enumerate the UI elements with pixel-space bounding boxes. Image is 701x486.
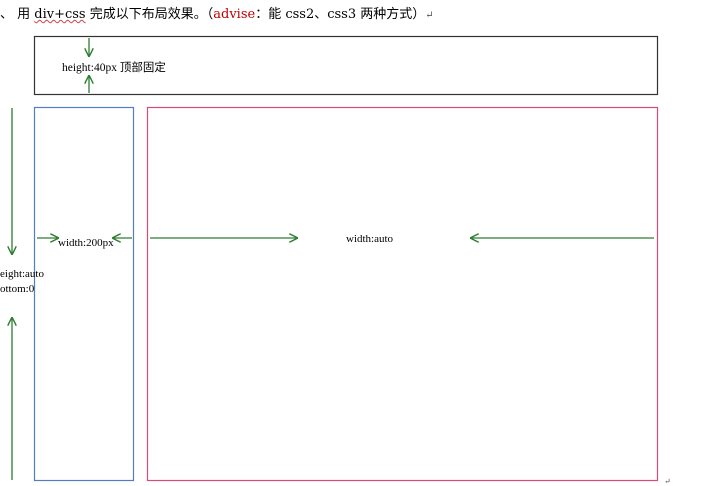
title-suffix: ：能 css2、css3 两种方式） bbox=[255, 7, 426, 22]
instruction-title: 、 用 div+css 完成以下布局效果。（advise：能 css2、css3… bbox=[0, 3, 434, 22]
title-prefix: 、 用 bbox=[0, 7, 35, 22]
header-box-label: height:40px 顶部固定 bbox=[62, 62, 166, 74]
main-box-label: width:auto bbox=[346, 233, 394, 245]
left-annotation: eight:auto ottom:0 bbox=[0, 267, 44, 297]
left-box bbox=[33, 106, 135, 482]
header-box bbox=[33, 35, 659, 96]
left-annotation-bottom: ottom:0 bbox=[0, 283, 35, 295]
left-box-label: width:200px bbox=[58, 237, 114, 249]
title-code-word: div+css bbox=[34, 7, 86, 22]
title-advise-label: advise bbox=[213, 7, 256, 22]
title-return-mark: ↵ bbox=[425, 10, 434, 21]
end-return-mark: ↵ bbox=[664, 477, 671, 486]
title-middle: 完成以下布局效果。（ bbox=[85, 7, 214, 22]
left-annotation-height: eight:auto bbox=[0, 268, 44, 280]
main-box bbox=[146, 106, 659, 482]
